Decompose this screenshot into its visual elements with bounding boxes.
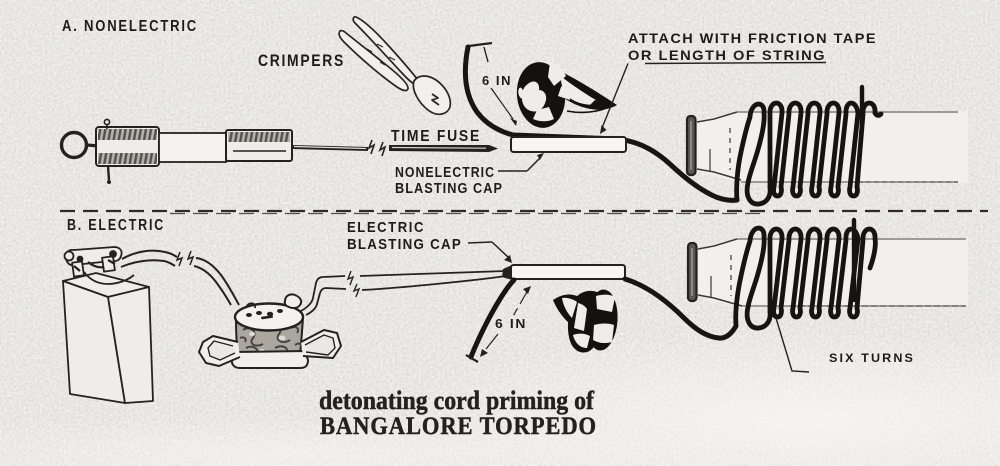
svg-text:A. NONELECTRIC: A. NONELECTRIC — [62, 18, 198, 35]
svg-text:ATTACH WITH FRICTION TAPE: ATTACH WITH FRICTION TAPE — [628, 30, 877, 46]
svg-text:CRIMPERS: CRIMPERS — [258, 52, 345, 70]
svg-text:BLASTING CAP: BLASTING CAP — [347, 236, 462, 253]
svg-text:NONELECTRIC: NONELECTRIC — [395, 165, 495, 181]
svg-text:OR LENGTH OF STRING: OR LENGTH OF STRING — [628, 47, 826, 63]
svg-text:ELECTRIC: ELECTRIC — [347, 219, 425, 236]
svg-text:B. ELECTRIC: B. ELECTRIC — [67, 217, 165, 234]
svg-text:6 IN: 6 IN — [482, 74, 512, 88]
svg-text:6 IN: 6 IN — [495, 317, 527, 331]
svg-text:BANGALORE TORPEDO: BANGALORE TORPEDO — [320, 413, 597, 440]
svg-text:TIME FUSE: TIME FUSE — [391, 128, 481, 145]
svg-text:detonating cord priming of: detonating cord priming of — [319, 386, 594, 415]
svg-text:SIX TURNS: SIX TURNS — [829, 351, 915, 365]
svg-text:BLASTING CAP: BLASTING CAP — [395, 181, 503, 197]
